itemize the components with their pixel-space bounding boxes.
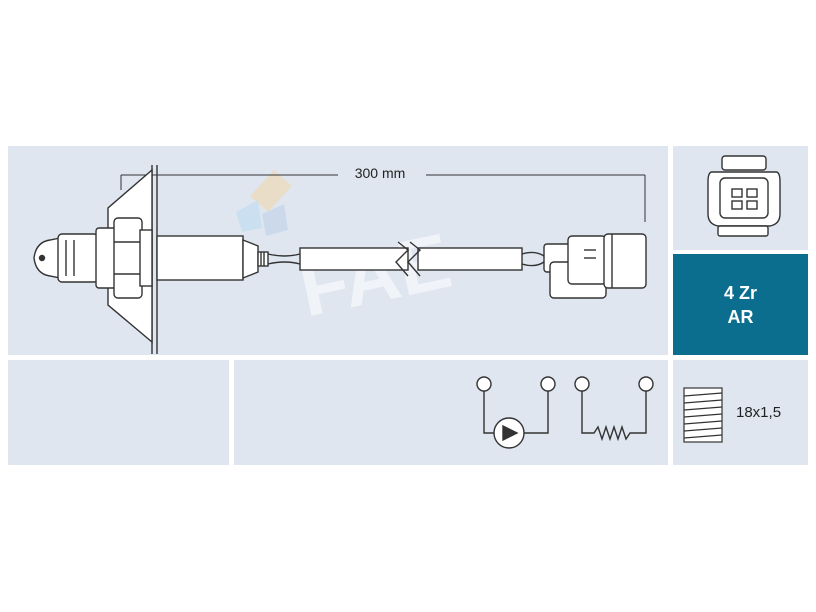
length-label: 300 mm: [354, 165, 406, 181]
heater-wiring-schematic: [476, 376, 654, 449]
watermark-text: FAE: [292, 216, 459, 334]
spec-panel: 4 Zr AR: [673, 254, 808, 355]
schematic-panel: [234, 360, 668, 465]
spec-variant: AR: [727, 306, 754, 327]
empty-panel-left: [8, 360, 229, 465]
thread-icon: [683, 387, 723, 443]
heater-resistor-symbol: [581, 391, 647, 442]
lambda-sensor-drawing: [33, 165, 647, 354]
spec-sensor-type: 4 Zr: [723, 282, 757, 303]
length-dimension: [120, 174, 646, 222]
connector-4pin-icon: [707, 155, 781, 237]
thread-size-label: 18x1,5: [736, 404, 782, 421]
